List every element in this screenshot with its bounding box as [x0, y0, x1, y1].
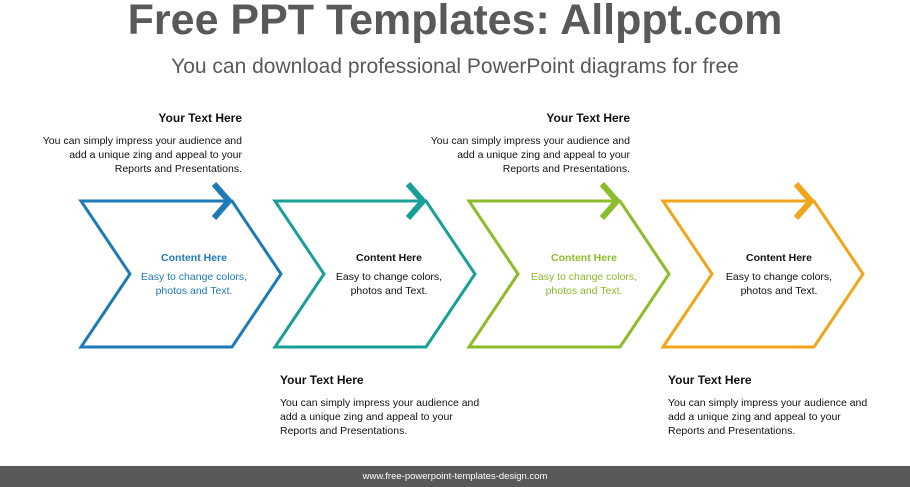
text-block-2: Your Text Here You can simply impress yo… — [280, 373, 530, 438]
arrow-3-head — [599, 182, 622, 220]
text-block-4-line3: Reports and Presentations. — [668, 425, 796, 437]
text-block-1-title: Your Text Here — [158, 111, 242, 125]
step-3-content-line2: photos and Text. — [545, 285, 623, 297]
text-block-4-line2: add a unique zing and appeal to your — [668, 411, 841, 423]
step-4-shape — [660, 182, 865, 349]
text-block-1-line3: Reports and Presentations. — [114, 163, 242, 175]
text-block-3-line2: add a unique zing and appeal to your — [457, 149, 630, 161]
step-3-content-line1: Easy to change colors, — [530, 271, 638, 283]
step-1-content-line1: Easy to change colors, — [140, 271, 248, 283]
arrow-2-head — [405, 182, 428, 220]
text-block-1: Your Text Here You can simply impress yo… — [0, 111, 242, 176]
step-4-content-title: Content Here — [746, 252, 812, 264]
step-2-content-line1: Easy to change colors, — [335, 271, 443, 283]
step-1-content-title: Content Here — [161, 252, 227, 264]
text-block-3-title: Your Text Here — [546, 111, 630, 125]
text-block-4-line1: You can simply impress your audience and — [668, 397, 868, 409]
step-2-shape — [272, 182, 477, 349]
text-block-1-line1: You can simply impress your audience and — [42, 135, 242, 147]
step-4-content: Content Here Easy to change colors, phot… — [714, 251, 844, 298]
step-3-shape — [466, 182, 671, 349]
text-block-2-line2: add a unique zing and appeal to your — [280, 411, 453, 423]
page-title: Free PPT Templates: Allppt.com — [127, 0, 783, 44]
step-4-content-line1: Easy to change colors, — [725, 271, 833, 283]
text-block-4-title: Your Text Here — [668, 373, 752, 387]
step-1-content-line2: photos and Text. — [155, 285, 233, 297]
footer-bar: www.free-powerpoint-templates-design.com — [0, 466, 910, 487]
text-block-2-line3: Reports and Presentations. — [280, 425, 408, 437]
arrow-4-head — [793, 182, 816, 220]
step-1-shape — [78, 182, 283, 349]
step-2-content: Content Here Easy to change colors, phot… — [324, 251, 454, 298]
page-subtitle: You can download professional PowerPoint… — [171, 55, 739, 78]
step-2-content-title: Content Here — [356, 252, 422, 264]
arrow-1-head — [211, 182, 234, 220]
text-block-2-line1: You can simply impress your audience and — [280, 397, 480, 409]
footer-link[interactable]: www.free-powerpoint-templates-design.com — [362, 471, 548, 482]
text-block-3-line1: You can simply impress your audience and — [430, 135, 630, 147]
text-block-1-line2: add a unique zing and appeal to your — [69, 149, 242, 161]
text-block-3-line3: Reports and Presentations. — [502, 163, 630, 175]
step-2-content-line2: photos and Text. — [350, 285, 428, 297]
step-3-content: Content Here Easy to change colors, phot… — [519, 251, 649, 298]
step-4-content-line2: photos and Text. — [740, 285, 818, 297]
step-3-content-title: Content Here — [551, 252, 617, 264]
step-1-content: Content Here Easy to change colors, phot… — [129, 251, 259, 298]
text-block-4: Your Text Here You can simply impress yo… — [668, 373, 910, 438]
text-block-2-title: Your Text Here — [280, 373, 364, 387]
text-block-3: Your Text Here You can simply impress yo… — [380, 111, 630, 176]
